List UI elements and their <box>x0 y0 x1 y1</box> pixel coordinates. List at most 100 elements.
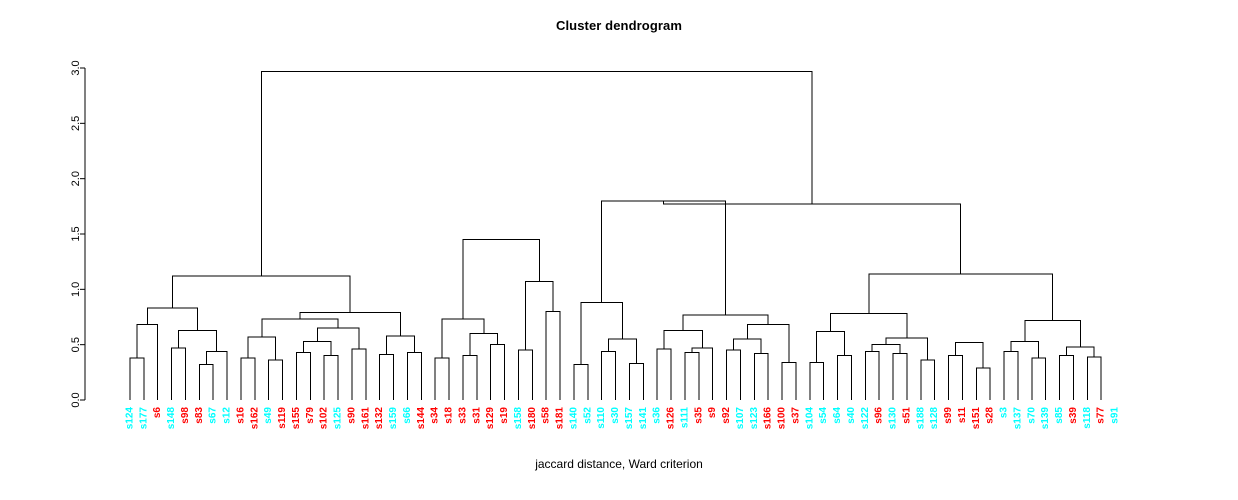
leaf-label[interactable]: s51 <box>901 407 912 424</box>
leaf-label[interactable]: s162 <box>249 407 260 430</box>
dendrogram-branch <box>247 336 277 361</box>
dendrogram-branch <box>837 355 852 400</box>
leaf-label[interactable]: s123 <box>749 407 760 430</box>
y-axis: 0.00.51.01.52.02.53.0 <box>70 60 86 408</box>
leaf-label[interactable]: s90 <box>346 407 357 424</box>
dendrogram-branch <box>517 349 533 400</box>
leaf-label[interactable]: s181 <box>555 407 566 430</box>
leaf-label[interactable]: s36 <box>652 407 663 424</box>
dendrogram-branch <box>732 338 762 354</box>
leaf-label[interactable]: s99 <box>943 407 954 424</box>
leaf-label[interactable]: s159 <box>388 407 399 430</box>
leaf-label[interactable]: s148 <box>166 407 177 430</box>
leaf-label[interactable]: s3 <box>999 407 1010 419</box>
leaf-label[interactable]: s128 <box>929 407 940 430</box>
dendrogram-branch <box>628 362 644 400</box>
leaf-label[interactable]: s19 <box>499 407 510 424</box>
leaf-label[interactable]: s118 <box>1082 407 1093 429</box>
leaf-label[interactable]: s58 <box>541 407 552 424</box>
leaf-label[interactable]: s125 <box>333 407 344 430</box>
leaf-label[interactable]: s166 <box>763 407 774 430</box>
leaf-label[interactable]: s64 <box>832 407 843 424</box>
leaf-label[interactable]: s144 <box>416 407 427 430</box>
dendrogram-branch <box>198 364 214 400</box>
leaf-label[interactable]: s30 <box>610 407 621 424</box>
dendrogram-branch <box>299 312 402 336</box>
leaf-label[interactable]: s129 <box>485 407 496 430</box>
leaf-label[interactable]: s130 <box>888 407 899 430</box>
leaf-label[interactable]: s151 <box>971 407 982 430</box>
leaf-label[interactable]: s31 <box>471 407 482 424</box>
leaf-label[interactable]: s33 <box>457 407 468 424</box>
leaf-label[interactable]: s67 <box>208 407 219 424</box>
leaf-label[interactable]: s85 <box>1054 407 1065 424</box>
leaf-label[interactable]: s16 <box>235 407 246 424</box>
leaf-label[interactable]: s155 <box>291 407 302 430</box>
leaf-label[interactable]: s96 <box>874 407 885 424</box>
dendrogram-branch <box>268 359 284 400</box>
dendrogram-branch <box>171 275 351 313</box>
leaf-label[interactable]: s39 <box>1068 407 1079 424</box>
leaf-label[interactable]: s157 <box>624 407 635 430</box>
leaf-label[interactable]: s111 <box>679 407 690 429</box>
leaf-label[interactable]: s77 <box>1096 407 1107 424</box>
leaf-label[interactable]: s37 <box>790 407 801 424</box>
leaf-label[interactable]: s180 <box>527 407 538 430</box>
leaf-label[interactable]: s70 <box>1026 407 1037 424</box>
leaf-label[interactable]: s18 <box>444 407 455 424</box>
dendrogram-branch <box>1031 357 1047 400</box>
dendrogram-branch <box>260 70 813 277</box>
leaf-label[interactable]: s35 <box>693 407 704 424</box>
dendrogram-branch <box>920 359 936 400</box>
leaf-label[interactable]: s11 <box>957 407 968 424</box>
leaf-label[interactable]: s141 <box>638 407 649 430</box>
dendrogram-branch <box>323 355 339 400</box>
dendrogram-branch <box>573 364 589 400</box>
leaf-label[interactable]: s139 <box>1040 407 1051 430</box>
dendrogram-branch <box>830 313 908 339</box>
dendrogram-branch <box>524 281 554 351</box>
leaf-label[interactable]: s126 <box>666 407 677 430</box>
dendrogram-branch <box>146 307 199 331</box>
leaf-label[interactable]: s161 <box>360 407 371 430</box>
leaf-label[interactable]: s124 <box>125 407 136 430</box>
leaf-label[interactable]: s177 <box>138 407 149 430</box>
dendrogram-branch <box>663 200 962 274</box>
leaf-label[interactable]: s107 <box>735 407 746 430</box>
leaf-label[interactable]: s12 <box>222 407 233 424</box>
dendrogram-branch <box>684 351 700 400</box>
leaf-label[interactable]: s188 <box>915 407 926 430</box>
leaf-label[interactable]: s66 <box>402 407 413 424</box>
leaf-label[interactable]: s49 <box>263 407 274 424</box>
leaf-label[interactable]: s122 <box>860 407 871 430</box>
dendrogram-branch <box>462 355 478 400</box>
leaf-label[interactable]: s6 <box>152 407 163 419</box>
dendrogram-branch <box>975 367 991 400</box>
leaf-label[interactable]: s137 <box>1012 407 1023 430</box>
leaf-label[interactable]: s119 <box>277 407 288 429</box>
leaf-label[interactable]: s102 <box>319 407 330 430</box>
leaf-label[interactable]: s79 <box>305 407 316 424</box>
leaf-label[interactable]: s91 <box>1110 407 1121 424</box>
dendrogram-branch <box>295 351 311 400</box>
leaf-label[interactable]: s34 <box>430 407 441 424</box>
leaf-label[interactable]: s158 <box>513 407 524 430</box>
leaf-label[interactable]: s140 <box>568 407 579 430</box>
leaf-label[interactable]: s52 <box>582 407 593 424</box>
leaf-label[interactable]: s54 <box>818 407 829 424</box>
dendrogram-branch <box>1059 355 1074 400</box>
leaf-label[interactable]: s98 <box>180 407 191 424</box>
leaf-label[interactable]: s40 <box>846 407 857 424</box>
leaf-label[interactable]: s110 <box>596 407 607 429</box>
dendrogram-branch <box>316 327 360 350</box>
leaf-label[interactable]: s100 <box>777 407 788 430</box>
leaf-label[interactable]: s132 <box>374 407 385 430</box>
leaf-label[interactable]: s83 <box>194 407 205 424</box>
leaf-label[interactable]: s9 <box>707 407 718 419</box>
leaf-label[interactable]: s92 <box>721 407 732 424</box>
y-tick-label: 2.5 <box>70 116 82 131</box>
leaf-label[interactable]: s28 <box>985 407 996 424</box>
dendrogram-branch <box>136 324 159 400</box>
leaf-label[interactable]: s104 <box>804 407 815 430</box>
